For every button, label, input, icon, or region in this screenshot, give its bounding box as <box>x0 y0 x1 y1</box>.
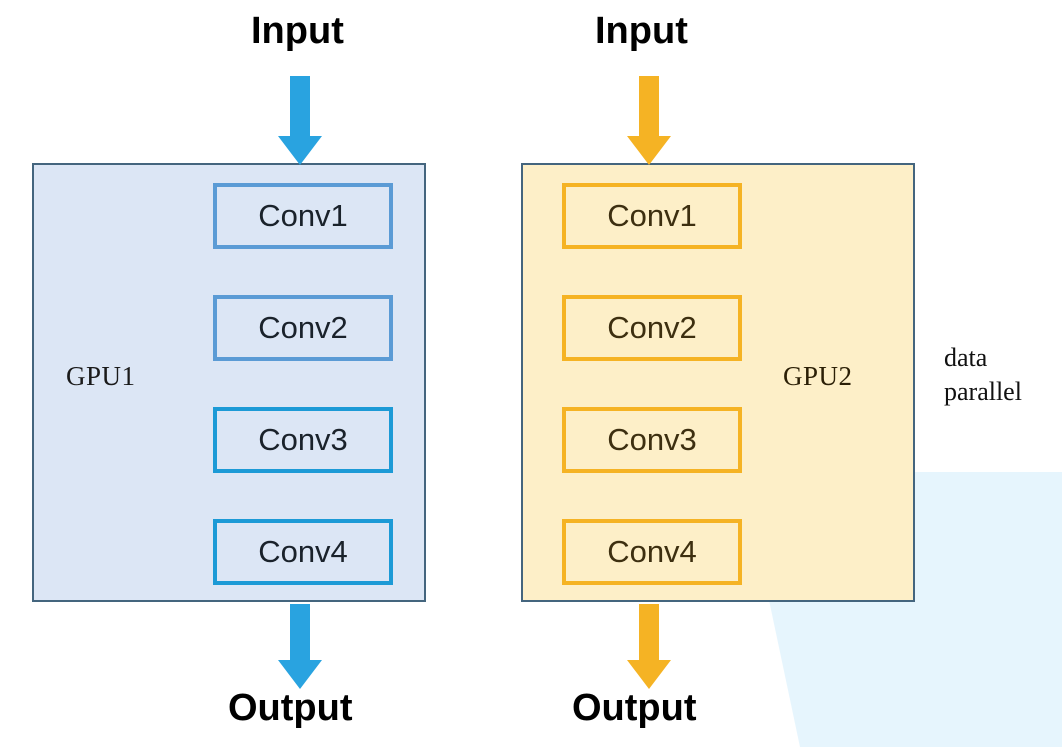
gpu1-layer-conv1[interactable]: Conv1 <box>213 183 393 249</box>
gpu2-label: GPU2 <box>783 361 853 391</box>
gpu1-layer-conv4[interactable]: Conv4 <box>213 519 393 585</box>
output-arrow-gpu2 <box>627 604 671 689</box>
output-arrow-gpu1 <box>278 604 322 689</box>
input-arrow-gpu1 <box>278 76 322 165</box>
output-label-gpu2: Output <box>572 687 697 729</box>
gpu2-layer-conv2[interactable]: Conv2 <box>562 295 742 361</box>
input-label-gpu1: Input <box>251 10 344 52</box>
gpu2-layer-conv1[interactable]: Conv1 <box>562 183 742 249</box>
gpu2-layer-conv3[interactable]: Conv3 <box>562 407 742 473</box>
input-label-gpu2: Input <box>595 10 688 52</box>
data-parallel-note-line-2: parallel <box>944 376 1022 406</box>
gpu1-label: GPU1 <box>66 361 136 391</box>
input-arrow-gpu2 <box>627 76 671 165</box>
gpu2-layer-conv4[interactable]: Conv4 <box>562 519 742 585</box>
data-parallel-note-line-1: data <box>944 343 988 372</box>
gpu1-layer-conv3[interactable]: Conv3 <box>213 407 393 473</box>
data-parallel-note: data parallel <box>944 341 1062 409</box>
gpu1-layer-conv2[interactable]: Conv2 <box>213 295 393 361</box>
output-label-gpu1: Output <box>228 687 353 729</box>
